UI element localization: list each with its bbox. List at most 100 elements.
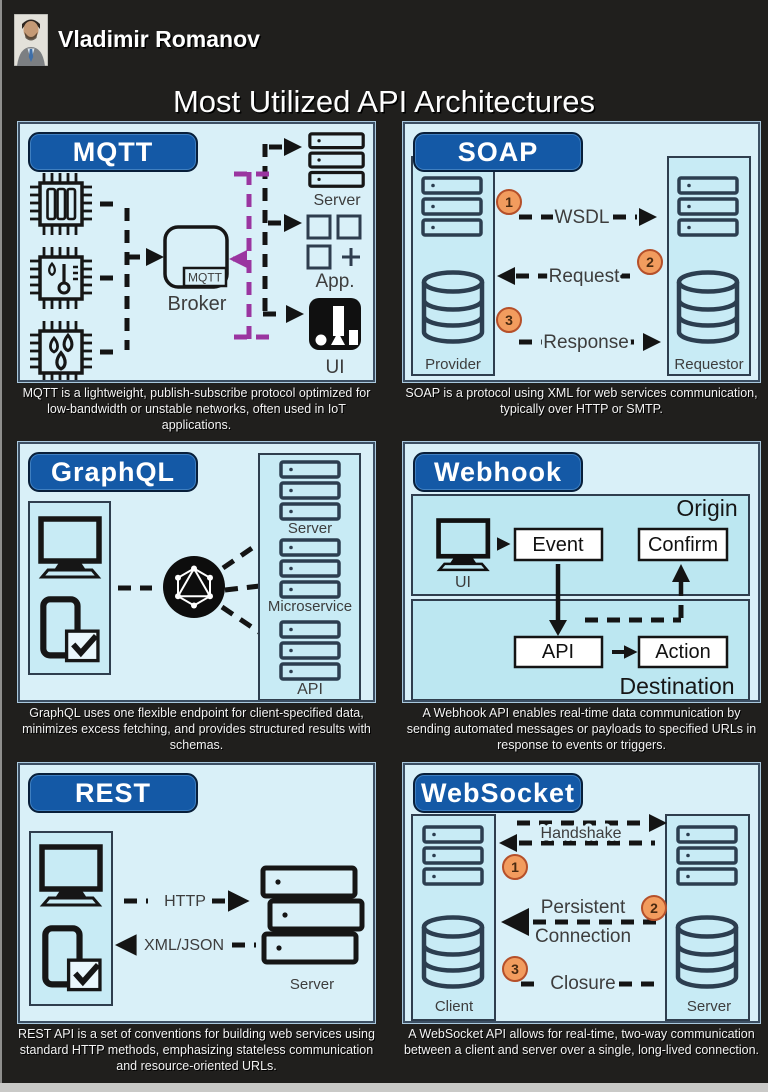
mqtt-title: MQTT	[72, 136, 154, 167]
request-label: Request	[549, 266, 620, 287]
mqtt-ui-label: UI	[326, 357, 345, 378]
svg-text:3: 3	[511, 961, 519, 977]
server-arrowhead	[284, 138, 302, 156]
panel-rest: REST HTTP XML/JSON Server	[17, 762, 376, 1024]
graphql-title: GraphQL	[50, 456, 175, 487]
graphql-logo-icon	[163, 556, 225, 618]
api-box	[513, 635, 604, 669]
http-arrowhead	[228, 890, 250, 912]
action-label: Action	[655, 641, 711, 663]
persistent-label: Persistent	[541, 897, 626, 918]
graphql-title-badge: GraphQL	[28, 452, 198, 492]
provider-label: Provider	[425, 356, 481, 373]
author-portrait	[14, 14, 48, 66]
purple-stub-dashes	[234, 171, 272, 340]
webhook-ui-label: UI	[455, 574, 471, 591]
soap-step-2: 2	[637, 249, 663, 275]
panel-graphql: GraphQL	[17, 441, 376, 703]
event-label: Event	[532, 534, 584, 556]
webhook-title-badge: Webhook	[413, 452, 583, 492]
webhook-caption: A Webhook API enables real-time data com…	[406, 706, 757, 752]
xmljson-arrowhead	[115, 934, 137, 956]
wsdl-arrowhead	[639, 208, 657, 226]
server-stack-icon	[308, 132, 365, 188]
rest-title: REST	[74, 777, 151, 808]
origin-label: Origin	[676, 495, 737, 521]
endpoint-fanout-dashes	[220, 541, 264, 637]
confirm-label: Confirm	[648, 534, 718, 556]
cell-rest: REST HTTP XML/JSON Server R	[17, 762, 376, 1073]
author-name: Vladimir Romanov	[58, 26, 260, 52]
websocket-title-badge: WebSocket	[413, 773, 583, 813]
sensor-connector-dashes	[100, 201, 120, 355]
handshake-arrowhead-right	[649, 814, 667, 832]
broker-in-arrowhead	[146, 248, 164, 266]
cell-mqtt: MQTT MQTT Broker	[17, 121, 376, 432]
svg-text:1: 1	[505, 194, 513, 210]
svg-text:2: 2	[650, 900, 658, 916]
rest-caption: REST API is a set of conventions for bui…	[18, 1027, 375, 1073]
graphql-microservice-label: Microservice	[268, 598, 352, 615]
handshake-label: Handshake	[541, 825, 622, 842]
websocket-caption: A WebSocket API allows for real-time, tw…	[403, 1027, 760, 1057]
event-box	[513, 527, 604, 562]
response-arrowhead	[643, 333, 661, 351]
panel-webhook: Webhook Origin Destination UI Event Conf…	[402, 441, 761, 703]
soap-title-badge: SOAP	[413, 132, 583, 172]
handshake-arrowhead-left	[499, 834, 517, 852]
soap-step-1: 1	[496, 189, 522, 215]
requestor-label: Requestor	[674, 356, 743, 373]
app-grid-icon	[306, 214, 362, 270]
page-title: Most Utilized API Architectures	[172, 84, 596, 119]
chip-thermometer-icon	[30, 247, 92, 309]
client-label: Client	[435, 998, 474, 1015]
purple-return-arrowhead	[229, 250, 247, 268]
connection-label: Connection	[535, 926, 631, 947]
http-label: HTTP	[164, 893, 206, 910]
soap-title: SOAP	[457, 136, 539, 167]
closure-label: Closure	[550, 973, 615, 994]
graphql-api-label: API	[297, 681, 323, 698]
page-left-edge	[0, 0, 2, 1092]
chip-drops-icon	[30, 321, 92, 380]
panel-websocket: WebSocket Client Server Handshake 1 Pers…	[402, 762, 761, 1024]
mqtt-caption: MQTT is a lightweight, publish-subscribe…	[22, 386, 371, 432]
ui-chart-icon	[309, 298, 361, 350]
websocket-step-1: 1	[502, 854, 528, 880]
cell-soap: SOAP Provider Requestor 1 WSDL Request	[402, 121, 761, 416]
mqtt-server-label: Server	[313, 192, 361, 209]
app-arrowhead	[284, 214, 302, 232]
cell-graphql: GraphQL	[17, 441, 376, 752]
server-stack-icon	[260, 865, 365, 965]
xmljson-label: XML/JSON	[144, 937, 224, 954]
mqtt-title-badge: MQTT	[28, 132, 198, 172]
webhook-title: Webhook	[434, 456, 562, 487]
panel-soap: SOAP Provider Requestor 1 WSDL Request	[402, 121, 761, 383]
ui-arrowhead	[286, 305, 304, 323]
broker-tag-label: MQTT	[188, 271, 223, 285]
broker-label: Broker	[168, 293, 227, 315]
destination-label: Destination	[619, 673, 734, 699]
broker-icon: MQTT	[163, 225, 229, 289]
action-box	[637, 635, 729, 669]
graphql-server-label: Server	[288, 520, 332, 537]
header: Vladimir Romanov	[14, 14, 260, 66]
svg-text:3: 3	[505, 312, 513, 328]
rest-server-label: Server	[290, 976, 334, 993]
confirm-box	[637, 527, 729, 562]
svg-text:1: 1	[511, 859, 519, 875]
svg-text:2: 2	[646, 254, 654, 270]
websocket-step-3: 3	[502, 956, 528, 982]
chip-bars-icon	[30, 173, 92, 235]
soap-caption: SOAP is a protocol using XML for web ser…	[405, 386, 758, 416]
mqtt-app-label: App.	[315, 271, 354, 292]
cell-webhook: Webhook Origin Destination UI Event Conf…	[402, 441, 761, 752]
persistent-arrowhead	[501, 908, 529, 936]
rest-title-badge: REST	[28, 773, 198, 813]
panel-mqtt: MQTT MQTT Broker	[17, 121, 376, 383]
response-label: Response	[543, 332, 629, 353]
server-label: Server	[687, 998, 731, 1015]
api-label: API	[542, 641, 574, 663]
request-arrowhead	[497, 267, 515, 285]
page-bottom-strip	[0, 1083, 768, 1092]
